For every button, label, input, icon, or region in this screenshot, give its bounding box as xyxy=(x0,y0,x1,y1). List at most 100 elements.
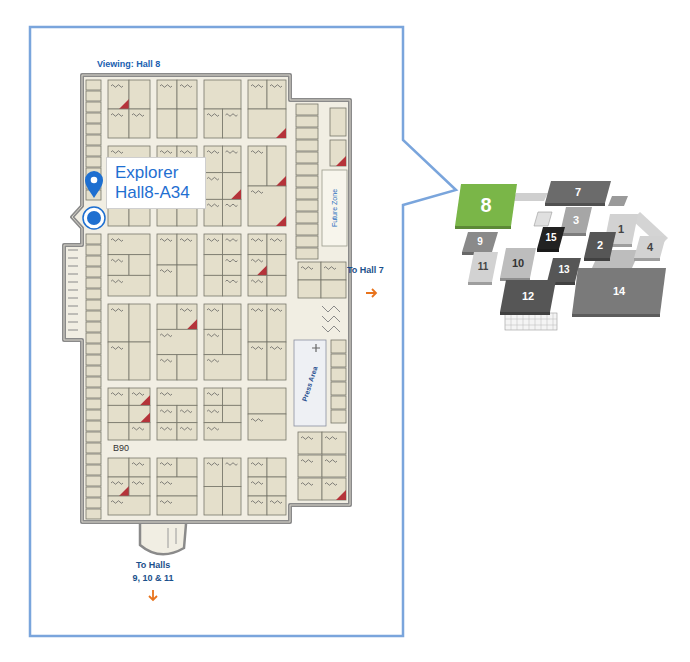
booth xyxy=(86,300,101,310)
booth xyxy=(331,396,346,409)
booth-mark xyxy=(301,483,313,486)
booth xyxy=(248,234,267,255)
booth xyxy=(129,477,150,496)
booth xyxy=(248,275,267,296)
booth xyxy=(177,405,197,422)
hall-number: 10 xyxy=(512,257,524,270)
booth-mark xyxy=(251,501,263,504)
booth xyxy=(248,186,286,226)
booth xyxy=(248,496,267,515)
booth xyxy=(296,248,318,259)
booth xyxy=(86,267,101,277)
booth xyxy=(177,304,197,329)
booth-mark xyxy=(207,427,219,430)
booth xyxy=(331,368,346,381)
hall-block xyxy=(534,212,552,226)
booth xyxy=(157,405,177,422)
booth xyxy=(86,289,101,299)
block-top xyxy=(468,252,498,282)
block-top xyxy=(455,184,517,226)
booth xyxy=(296,176,318,187)
hall-inner-line xyxy=(64,75,350,522)
block-top xyxy=(634,236,666,258)
booth-mark xyxy=(180,427,192,430)
future-zone-area xyxy=(322,170,347,246)
booth xyxy=(248,414,286,440)
hall-number: 15 xyxy=(545,232,556,244)
booth-mark xyxy=(160,359,172,362)
booth xyxy=(129,423,150,440)
hall-number: 2 xyxy=(597,239,603,252)
booth-mark xyxy=(160,85,172,88)
hall-number: 9 xyxy=(477,236,483,248)
view-title: Viewing: Hall 8 xyxy=(97,59,160,69)
booth-mark xyxy=(226,280,238,283)
booth-mark xyxy=(251,482,263,485)
hall-block: 13 xyxy=(547,258,581,282)
booth xyxy=(296,152,318,163)
booth xyxy=(157,265,177,296)
block-top xyxy=(584,232,616,258)
booth xyxy=(248,388,286,414)
booth xyxy=(267,458,286,477)
booth xyxy=(129,255,150,276)
booth xyxy=(86,344,101,354)
booth xyxy=(177,109,197,138)
booth xyxy=(296,116,318,127)
booth xyxy=(296,224,318,235)
hall-block: 7 xyxy=(545,181,611,203)
booth-mark xyxy=(251,463,263,466)
direction-label: 9, 10 & 11 xyxy=(133,573,174,583)
booth xyxy=(296,164,318,175)
booth-mark xyxy=(207,463,219,466)
booth-mark xyxy=(207,114,219,117)
booth-mark xyxy=(324,267,336,270)
hall-block-selected: 8 xyxy=(455,184,517,226)
booth-highlight xyxy=(187,319,197,329)
hall-number: 14 xyxy=(613,285,625,298)
booth xyxy=(267,80,286,109)
booth xyxy=(267,496,286,515)
booth-mark xyxy=(111,309,123,312)
booth xyxy=(296,200,318,211)
press-area xyxy=(294,340,326,426)
booth xyxy=(86,311,101,321)
booth xyxy=(108,496,150,515)
booth xyxy=(108,234,150,255)
hall-block: 2 xyxy=(584,232,616,258)
booth xyxy=(86,377,101,387)
booth xyxy=(248,304,267,342)
booth xyxy=(157,329,197,354)
booth xyxy=(296,128,318,139)
hall-block: 11 xyxy=(468,252,498,282)
booth xyxy=(298,262,321,280)
booth-mark xyxy=(111,114,123,117)
entrance xyxy=(140,524,186,554)
booth xyxy=(129,80,150,109)
mini-grid xyxy=(505,313,557,330)
booth xyxy=(86,355,101,365)
booth-mark xyxy=(251,151,263,154)
booth-mark xyxy=(111,347,123,350)
booth-highlight xyxy=(276,128,286,138)
block-top xyxy=(545,181,611,203)
location-pin xyxy=(85,171,103,198)
hall-block: 15 xyxy=(537,227,565,249)
booth xyxy=(86,498,101,508)
booth xyxy=(204,275,223,296)
block-top xyxy=(462,232,498,252)
booth xyxy=(157,496,197,515)
booth-mark xyxy=(270,501,282,504)
booth xyxy=(86,509,101,519)
zone-label: Future Zone xyxy=(331,188,339,228)
booth xyxy=(157,458,177,477)
booth xyxy=(204,355,241,380)
booth xyxy=(108,477,129,496)
booth-highlight xyxy=(140,413,150,423)
booth xyxy=(267,234,286,255)
booth xyxy=(322,455,346,477)
booth xyxy=(223,329,242,354)
booth-mark xyxy=(160,334,172,337)
booth xyxy=(108,304,129,342)
booth-mark xyxy=(226,239,238,242)
